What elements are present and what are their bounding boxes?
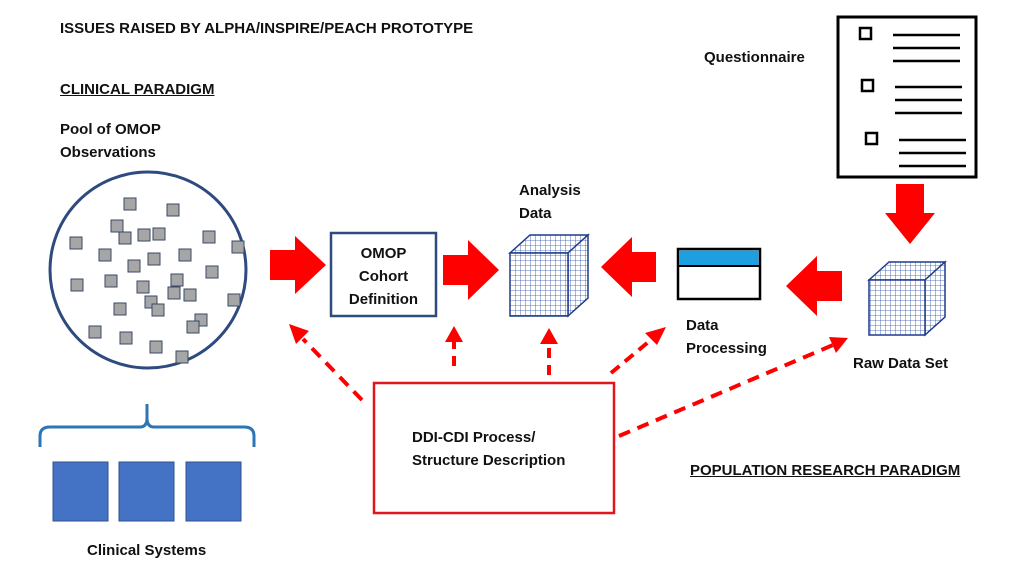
observation-square: [70, 278, 84, 292]
observation-square: [151, 303, 165, 317]
observation-pool: [48, 170, 248, 370]
analysis-data-label: Analysis Data: [519, 182, 581, 222]
analysis-data-cube: [508, 233, 590, 318]
dashed-arrow-to-pool: [289, 324, 364, 402]
observation-square: [123, 197, 137, 211]
clinical-system-box: [185, 461, 242, 522]
raw-data-cube: [867, 260, 947, 337]
observation-square: [88, 325, 102, 339]
observation-square: [152, 227, 166, 241]
observation-square: [231, 240, 245, 254]
observation-square: [104, 274, 118, 288]
observation-squares: [69, 197, 245, 364]
questionnaire-document: [836, 15, 978, 179]
checkbox-icon: [858, 26, 873, 41]
arrow-raw-to-processing: [786, 256, 842, 316]
omop-cohort-label: OMOP Cohort Definition: [348, 245, 419, 308]
checkbox-icon: [860, 78, 875, 93]
observation-square: [227, 293, 241, 307]
population-paradigm-heading: POPULATION RESEARCH PARADIGM: [690, 462, 961, 479]
data-processing-label: Data Processing: [686, 317, 767, 357]
arrow-cohort-to-analysis: [443, 240, 499, 300]
data-processing-window: [676, 247, 762, 301]
observation-square: [137, 228, 151, 242]
ddi-cdi-box: [372, 381, 616, 515]
omop-cohort-box: [329, 231, 438, 318]
observation-square: [147, 252, 161, 266]
clinical-systems-label: Clinical Systems: [87, 542, 207, 559]
observation-square: [175, 350, 189, 364]
observation-square: [166, 203, 180, 217]
observation-square: [205, 265, 219, 279]
clinical-system-box: [118, 461, 175, 522]
raw-data-set-label: Raw Data Set: [853, 355, 949, 372]
observation-square: [186, 320, 200, 334]
dashed-arrow-to-cohort: [445, 326, 463, 366]
observation-square: [183, 288, 197, 302]
clinical-paradigm-heading: CLINICAL PARADIGM: [60, 81, 215, 98]
observation-square: [202, 230, 216, 244]
observation-square: [118, 231, 132, 245]
dashed-arrow-to-raw-data: [618, 337, 848, 438]
observation-square: [98, 248, 112, 262]
questionnaire-label: Questionnaire: [704, 49, 805, 66]
dashed-arrow-to-analysis: [540, 328, 558, 375]
observation-square: [127, 259, 141, 273]
page-title: ISSUES RAISED BY ALPHA/INSPIRE/PEACH PRO…: [60, 20, 474, 37]
observation-square: [69, 236, 83, 250]
checkbox-icon: [864, 131, 879, 146]
observation-square: [170, 273, 184, 287]
observation-square: [178, 248, 192, 262]
arrow-pool-to-cohort: [270, 236, 326, 294]
dashed-arrow-to-processing: [609, 327, 666, 375]
arrow-processing-to-analysis: [601, 237, 656, 297]
observation-square: [110, 219, 124, 233]
observation-square: [119, 331, 133, 345]
clinical-systems-group: [52, 461, 242, 522]
observation-square: [167, 286, 181, 300]
clinical-system-box: [52, 461, 109, 522]
arrow-questionnaire-to-raw: [885, 184, 935, 244]
pool-label: Pool of OMOP Observations: [60, 121, 161, 161]
observation-square: [136, 280, 150, 294]
observation-square: [149, 340, 163, 354]
ddi-cdi-label: DDI-CDI Process/ Structure Description: [412, 429, 566, 469]
observation-square: [113, 302, 127, 316]
clinical-systems-bracket: [38, 404, 256, 447]
